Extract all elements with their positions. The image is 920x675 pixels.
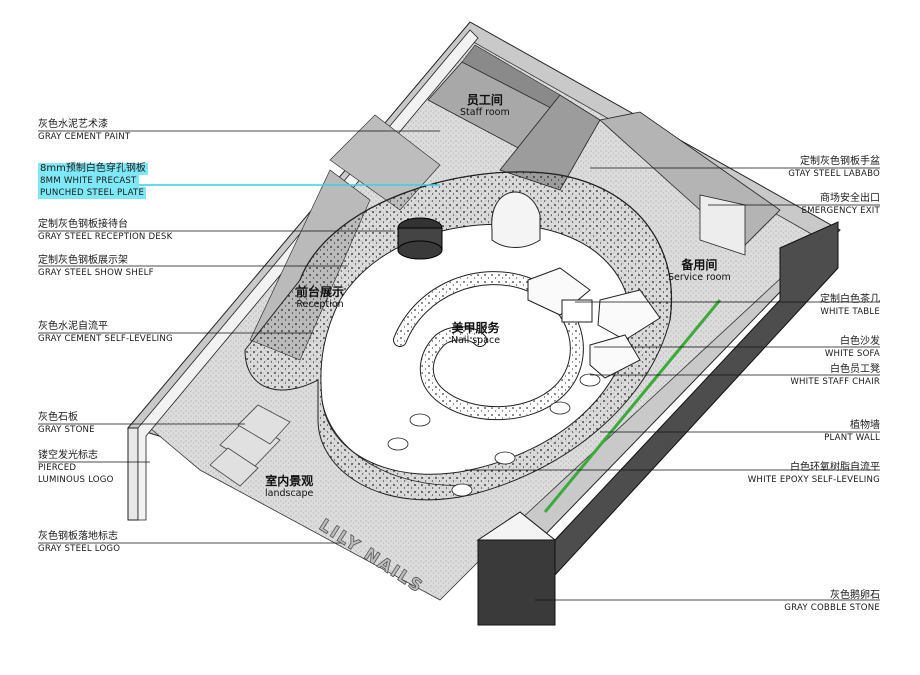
label-cn: 定制灰色钢板接待台 bbox=[38, 219, 128, 230]
room-landscape: 室内景观 landscape bbox=[265, 474, 313, 499]
label-cn: 灰色水泥艺术漆 bbox=[38, 119, 108, 130]
label-cn: 灰色石板 bbox=[38, 412, 78, 423]
label-cobble-stone: 灰色鹅卵石 GRAY COBBLE STONE bbox=[784, 590, 880, 614]
label-en: GTAY STEEL LABABO bbox=[788, 169, 880, 179]
label-cn: 白色员工凳 bbox=[830, 364, 880, 375]
label-cn: 定制白色茶几 bbox=[820, 294, 880, 305]
label-en: WHITE SOFA bbox=[824, 349, 880, 359]
label-epoxy-self-leveling: 白色环氧树脂自流平 WHITE EPOXY SELF-LEVELING bbox=[748, 462, 880, 486]
room-cn: 美甲服务 bbox=[451, 321, 500, 335]
label-staff-chair: 白色员工凳 WHITE STAFF CHAIR bbox=[790, 364, 880, 388]
leader-lines-right bbox=[465, 167, 880, 601]
label-en: GRAY COBBLE STONE bbox=[784, 603, 880, 613]
room-staff: 员工间 Staff room bbox=[460, 93, 510, 118]
label-cn: 定制灰色钢板手盆 bbox=[800, 156, 880, 167]
label-en: GRAY STEEL LOGO bbox=[38, 544, 121, 554]
label-en: 8MM WHITE PRECAST bbox=[38, 175, 139, 187]
leader-lines-left bbox=[38, 130, 440, 544]
label-cement-self-leveling: 灰色水泥自流平 GRAY CEMENT SELF-LEVELING bbox=[38, 321, 173, 345]
room-en: landscape bbox=[265, 488, 314, 499]
label-cn: 灰色鹅卵石 bbox=[830, 590, 880, 601]
room-en: Reception bbox=[296, 299, 344, 310]
label-cn: 商场安全出口 bbox=[820, 193, 880, 204]
label-en: WHITE STAFF CHAIR bbox=[790, 377, 880, 387]
label-en: GRAY STEEL RECEPTION DESK bbox=[38, 232, 173, 242]
label-gray-cement-paint: 灰色水泥艺术漆 GRAY CEMENT PAINT bbox=[38, 119, 130, 143]
label-plant-wall: 植物墙 PLANT WALL bbox=[824, 420, 880, 444]
room-nail-space: 美甲服务 Nail space bbox=[451, 321, 500, 346]
room-en: Nail space bbox=[451, 335, 501, 346]
label-cn: 灰色水泥自流平 bbox=[38, 321, 108, 332]
label-cn: 镂空发光标志 bbox=[38, 450, 98, 461]
label-gray-stone: 灰色石板 GRAY STONE bbox=[38, 412, 95, 436]
label-cn: 白色环氧树脂自流平 bbox=[790, 462, 880, 473]
label-en: GRAY STONE bbox=[38, 425, 95, 435]
room-en: Service room bbox=[668, 272, 731, 283]
label-en: GRAY CEMENT SELF-LEVELING bbox=[38, 334, 173, 344]
label-reception-desk: 定制灰色钢板接待台 GRAY STEEL RECEPTION DESK bbox=[38, 219, 172, 243]
room-service: 备用间 Service room bbox=[668, 258, 731, 283]
label-cn: 植物墙 bbox=[850, 420, 880, 431]
label-steel-lababo: 定制灰色钢板手盆 GTAY STEEL LABABO bbox=[788, 156, 880, 180]
label-cn: 白色沙发 bbox=[840, 336, 880, 347]
spiral-ribbon bbox=[393, 271, 584, 421]
label-perforated-plate: 8mm预制白色穿孔钢板 8MM WHITE PRECAST PUNCHED ST… bbox=[38, 163, 148, 199]
label-white-table: 定制白色茶几 WHITE TABLE bbox=[820, 294, 880, 318]
label-en: GRAY CEMENT PAINT bbox=[38, 132, 131, 142]
label-en: WHITE EPOXY SELF-LEVELING bbox=[747, 475, 880, 485]
label-cn: 灰色钢板落地标志 bbox=[38, 531, 118, 542]
gray-stone-pads bbox=[209, 404, 291, 487]
room-cn: 员工间 bbox=[466, 93, 503, 107]
label-cn: 定制灰色钢板展示架 bbox=[38, 255, 128, 266]
sofas bbox=[527, 267, 661, 379]
staff-chairs bbox=[387, 373, 601, 497]
room-cn: 备用间 bbox=[681, 258, 718, 272]
room-en: Staff room bbox=[460, 107, 510, 118]
label-en-2: PUNCHED STEEL PLATE bbox=[38, 187, 147, 199]
label-en: PIERCED bbox=[38, 463, 77, 473]
label-en: GRAY STEEL SHOW SHELF bbox=[38, 268, 154, 278]
label-en: EMERGENCY EXIT bbox=[801, 206, 880, 216]
room-cn: 室内景观 bbox=[265, 474, 314, 488]
room-cn: 前台展示 bbox=[296, 285, 345, 299]
label-luminous-logo: 镂空发光标志 PIERCED LUMINOUS LOGO bbox=[38, 450, 114, 486]
label-en: WHITE TABLE bbox=[820, 307, 880, 317]
label-en: PLANT WALL bbox=[824, 433, 880, 443]
label-steel-logo: 灰色钢板落地标志 GRAY STEEL LOGO bbox=[38, 531, 120, 555]
label-emergency-exit: 商场安全出口 EMERGENCY EXIT bbox=[802, 193, 881, 217]
label-cn: 8mm预制白色穿孔钢板 bbox=[38, 163, 148, 175]
label-white-sofa: 白色沙发 WHITE SOFA bbox=[825, 336, 880, 360]
label-show-shelf: 定制灰色钢板展示架 GRAY STEEL SHOW SHELF bbox=[38, 255, 154, 279]
label-en-2: LUMINOUS LOGO bbox=[38, 475, 114, 485]
room-reception: 前台展示 Reception bbox=[296, 285, 344, 310]
